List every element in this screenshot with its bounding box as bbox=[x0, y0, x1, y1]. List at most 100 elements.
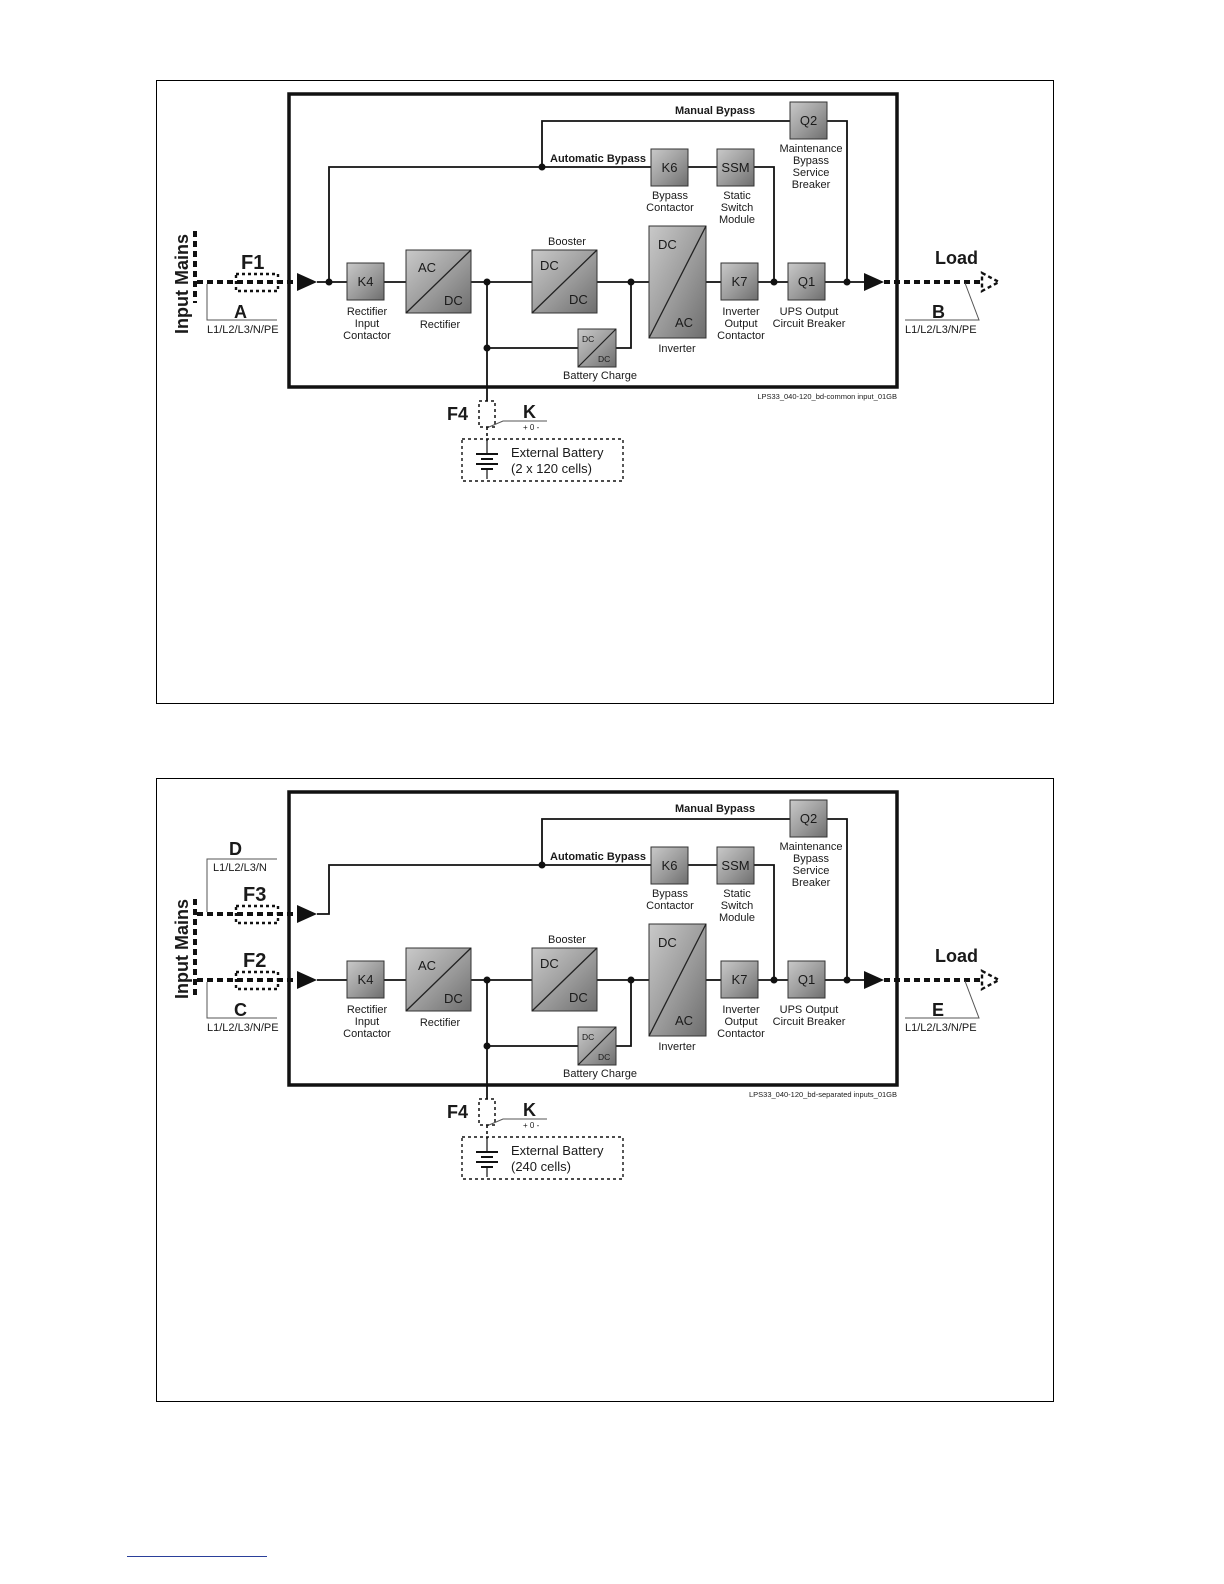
ssm-label-line2: Switch bbox=[721, 900, 753, 912]
q2-label-line1: Maintenance bbox=[780, 841, 843, 853]
q2-label-line1: Maintenance bbox=[780, 143, 843, 155]
q2-label-line2: Bypass bbox=[793, 853, 830, 865]
ssm-id: SSM bbox=[721, 160, 749, 175]
ssm-id: SSM bbox=[721, 858, 749, 873]
rectifier-ac: AC bbox=[418, 260, 436, 275]
k4-id: K4 bbox=[358, 972, 374, 987]
block-diagram-separated-inputs: Manual Bypass Automatic Bypass Q2 Mainte… bbox=[156, 778, 1054, 1402]
ssm-label-line1: Static bbox=[723, 190, 751, 202]
k6-label-line1: Bypass bbox=[652, 888, 689, 900]
load-arrow-icon bbox=[980, 271, 1002, 293]
input-mains-label: Input Mains bbox=[172, 234, 192, 334]
load-label: Load bbox=[935, 248, 978, 268]
f2-fuse bbox=[234, 970, 280, 991]
k7-contactor bbox=[720, 960, 759, 999]
k7-id: K7 bbox=[732, 274, 748, 289]
q2-breaker bbox=[789, 101, 828, 140]
junction bbox=[627, 278, 635, 286]
rectifier-label: Rectifier bbox=[420, 1017, 461, 1029]
block-diagram-common-input: Manual Bypass Automatic Bypass Q2 Mainte… bbox=[156, 80, 1054, 704]
booster-diagonal bbox=[531, 249, 598, 314]
booster-dc1: DC bbox=[540, 258, 559, 273]
inverter-label: Inverter bbox=[658, 1041, 696, 1053]
q1-id: Q1 bbox=[798, 274, 815, 289]
k7-label-line3: Contactor bbox=[717, 1028, 765, 1040]
automatic-bypass-label: Automatic Bypass bbox=[550, 851, 646, 863]
manual-bypass-label: Manual Bypass bbox=[675, 803, 755, 815]
q1-id: Q1 bbox=[798, 972, 815, 987]
q1-breaker bbox=[787, 262, 826, 301]
load-arrow-icon bbox=[980, 969, 1002, 991]
rectifier-diagonal bbox=[405, 249, 472, 314]
inverter-dc: DC bbox=[658, 237, 677, 252]
k-label: K bbox=[523, 402, 536, 422]
footer-rule bbox=[127, 1556, 267, 1557]
k6-label-line1: Bypass bbox=[652, 190, 689, 202]
bypass-input-arrow bbox=[297, 905, 317, 923]
ups-enclosure bbox=[287, 790, 899, 1087]
q1-label-line1: UPS Output bbox=[780, 1004, 839, 1016]
charger-diagonal bbox=[577, 1026, 617, 1066]
booster-dc2: DC bbox=[569, 990, 588, 1005]
f4-label: F4 bbox=[447, 1102, 468, 1122]
input-mains-label: Input Mains bbox=[172, 899, 192, 999]
manual-bypass-label: Manual Bypass bbox=[675, 105, 755, 117]
booster-title: Booster bbox=[548, 236, 586, 248]
booster-dc2: DC bbox=[569, 292, 588, 307]
q1-breaker bbox=[787, 960, 826, 999]
inverter-label: Inverter bbox=[658, 343, 696, 355]
k7-label-line1: Inverter bbox=[722, 1004, 760, 1016]
input-arrow bbox=[297, 273, 317, 291]
external-battery-box bbox=[461, 1136, 624, 1180]
rectifier-dc: DC bbox=[444, 293, 463, 308]
k7-id: K7 bbox=[732, 972, 748, 987]
junction bbox=[538, 861, 546, 869]
c-leader bbox=[206, 982, 277, 1019]
ssm-label-line3: Module bbox=[719, 912, 755, 924]
charger-label: Battery Charge bbox=[563, 1068, 637, 1080]
ssm-module bbox=[716, 846, 755, 885]
f3-label: F3 bbox=[243, 884, 266, 906]
diagram-reference: LPS33_040-120_bd-separated inputs_01GB bbox=[749, 1090, 897, 1099]
diagram-reference: LPS33_040-120_bd-common input_01GB bbox=[757, 392, 897, 401]
k7-label-line1: Inverter bbox=[722, 306, 760, 318]
junction bbox=[538, 163, 546, 171]
f4-fuse bbox=[478, 400, 496, 428]
inverter-dc: DC bbox=[658, 935, 677, 950]
q2-label-line3: Service bbox=[793, 865, 830, 877]
a-leader bbox=[206, 284, 277, 321]
k7-contactor bbox=[720, 262, 759, 301]
manual-bypass-line bbox=[541, 818, 790, 862]
q1-label-line1: UPS Output bbox=[780, 306, 839, 318]
battery-title: External Battery bbox=[511, 1143, 604, 1158]
charger-return-line bbox=[616, 980, 632, 1047]
output-arrow bbox=[864, 971, 884, 989]
booster-diagonal bbox=[531, 947, 598, 1012]
k-leader bbox=[488, 1118, 547, 1126]
c-phases: L1/L2/L3/N/PE bbox=[207, 1022, 279, 1034]
battery-cells: (2 x 120 cells) bbox=[511, 461, 592, 476]
e-phases: L1/L2/L3/N/PE bbox=[905, 1022, 977, 1034]
junction bbox=[843, 976, 851, 984]
junction bbox=[325, 278, 333, 286]
ssm-output-line bbox=[754, 166, 775, 282]
k4-label-line3: Contactor bbox=[343, 330, 391, 342]
ssm-label-line3: Module bbox=[719, 214, 755, 226]
automatic-bypass-line bbox=[317, 864, 651, 915]
junction bbox=[843, 278, 851, 286]
rectifier-label: Rectifier bbox=[420, 319, 461, 331]
d-leader bbox=[206, 858, 277, 912]
f3-fuse bbox=[234, 904, 280, 925]
battery-icon bbox=[476, 441, 498, 479]
q1-label-line2: Circuit Breaker bbox=[773, 318, 846, 330]
inverter-diagonal bbox=[648, 923, 707, 1037]
k7-label-line3: Contactor bbox=[717, 330, 765, 342]
e-label: E bbox=[932, 1000, 944, 1020]
e-leader bbox=[905, 980, 980, 1019]
battery-title: External Battery bbox=[511, 445, 604, 460]
k4-contactor bbox=[346, 262, 385, 301]
k7-label-line2: Output bbox=[724, 318, 757, 330]
junction bbox=[627, 976, 635, 984]
charger-label: Battery Charge bbox=[563, 370, 637, 382]
b-leader bbox=[905, 282, 980, 321]
